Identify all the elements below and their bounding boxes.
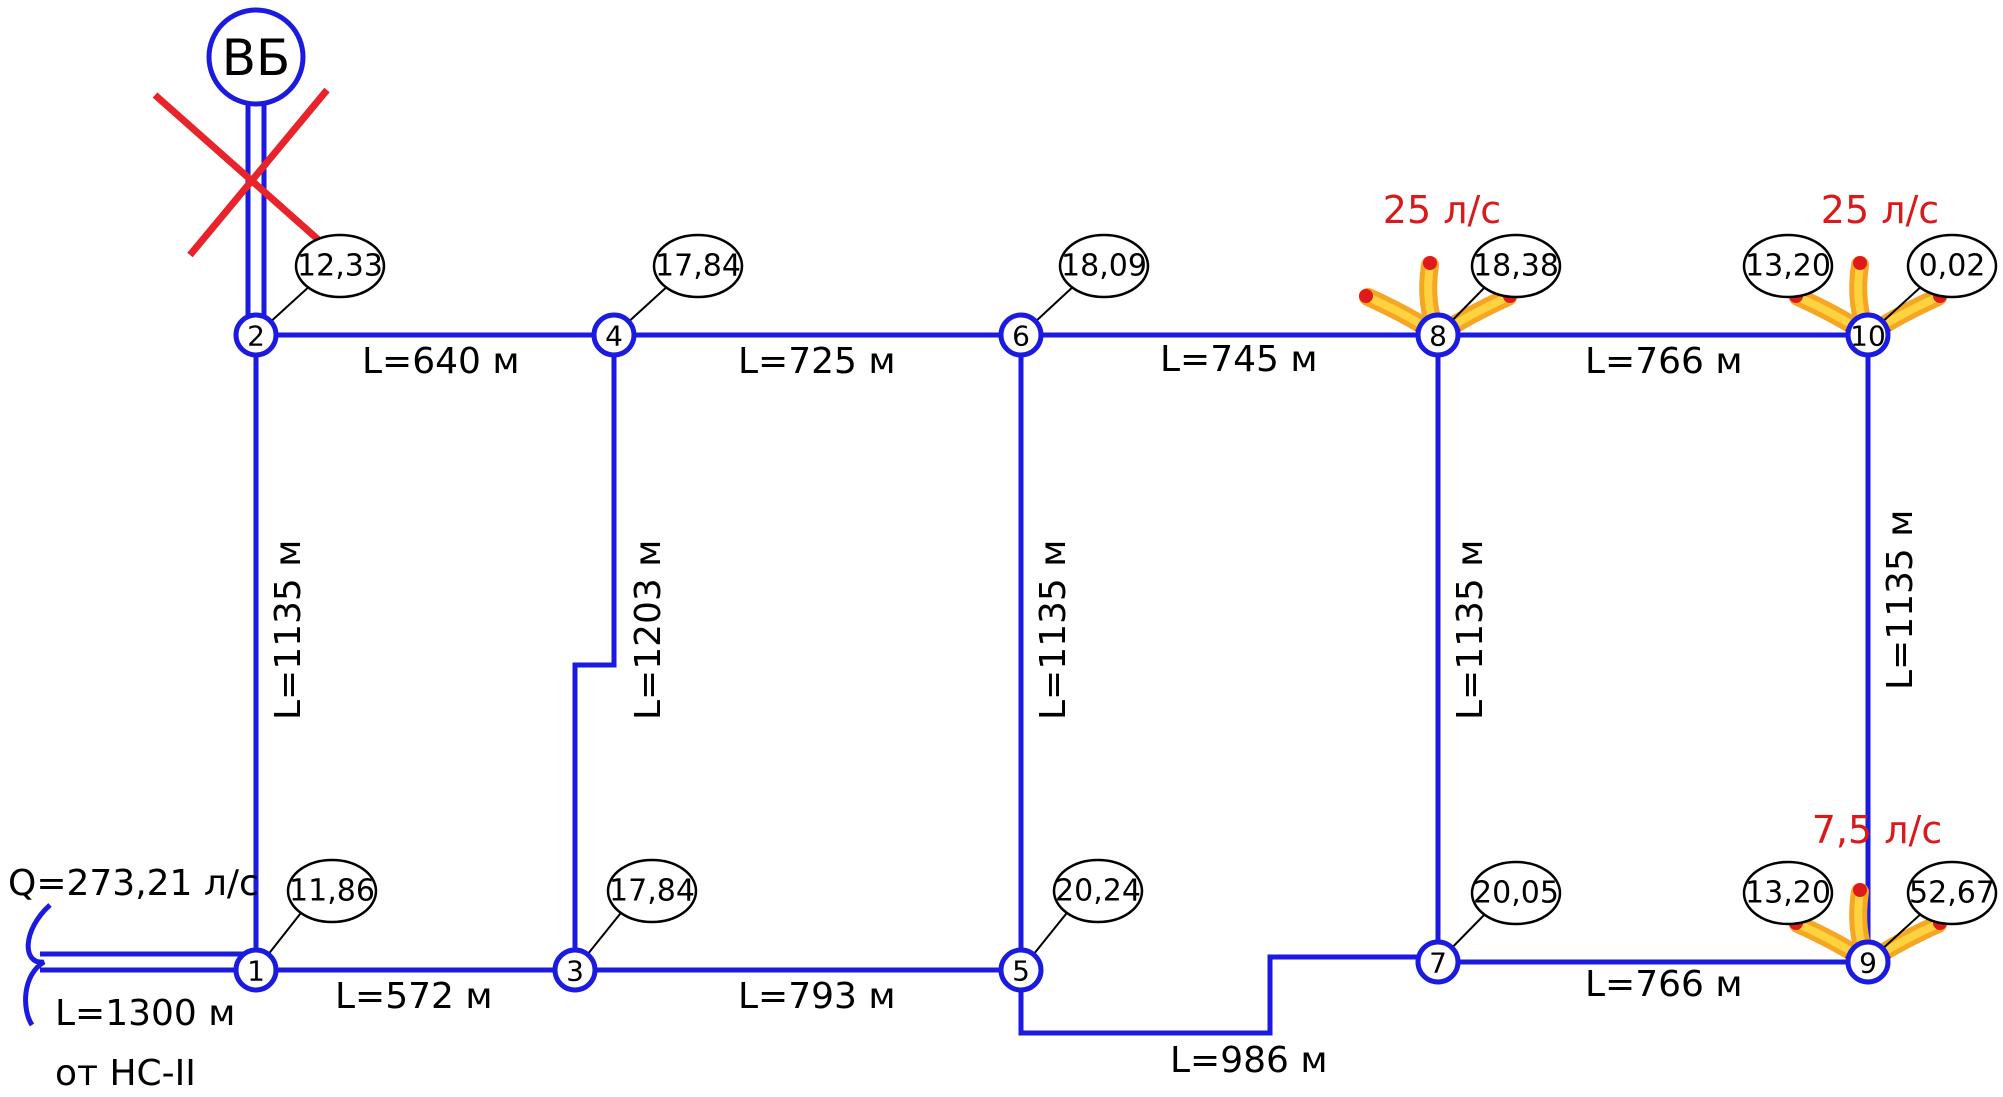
node-2-number: 2 (247, 320, 265, 353)
node-7-circle (1415, 939, 1461, 985)
node-5-number: 5 (1012, 955, 1030, 988)
node-9-flow-left: 13,20 (1745, 876, 1831, 911)
supply-source-label: от НС-II (55, 1053, 196, 1092)
node-8-circle (1415, 312, 1461, 358)
tower-disconnect-cross-icon (152, 87, 330, 258)
node-2-circle (233, 312, 279, 358)
node-7-number: 7 (1429, 947, 1447, 980)
segment-9-10-label: L=1135 м (1880, 510, 1921, 690)
node-8-number: 8 (1429, 320, 1447, 353)
segment-1-2-label: L=1135 м (268, 540, 309, 720)
node-8-flow: 18,38 (1473, 249, 1559, 284)
pipe-3-4 (572, 335, 617, 970)
pipe-5-7 (1018, 954, 1438, 1036)
node-7-flow-bubble (1470, 860, 1562, 926)
node-10-flow: 0,02 (1919, 249, 1986, 284)
segment-7-9-label: L=766 м (1585, 964, 1743, 1005)
node-6-circle (998, 312, 1044, 358)
node-3-number: 3 (566, 955, 584, 988)
node-8-flow-bubble (1470, 233, 1562, 299)
fire-flow-label-node-9: 7,5 л/с (1812, 808, 1943, 852)
node-2-flow: 12,33 (297, 249, 383, 284)
node-7-flow: 20,05 (1473, 876, 1559, 911)
node-3-circle (552, 947, 598, 993)
supply-labels: Q=273,21 л/с L=1300 м от НС-II (8, 863, 259, 1094)
node-4-number: 4 (605, 320, 623, 353)
node-5-flow: 20,24 (1055, 874, 1141, 909)
node-10-flow-left-bubble (1742, 233, 1834, 299)
supply-flow-label: Q=273,21 л/с (8, 863, 259, 904)
node-10-circle (1845, 312, 1891, 358)
node-4-flow-bubble (652, 233, 744, 299)
supply-length-label: L=1300 м (55, 993, 235, 1034)
segment-2-4-label: L=640 м (362, 341, 520, 382)
node-1-flow: 11,86 (289, 874, 375, 909)
node-layer: 11,86 1 12,33 2 17,84 3 17,84 4 20,24 5 18,09 6 20,0… (233, 233, 1998, 993)
node-9-flow-left-bubble (1742, 860, 1834, 926)
node-9-flow-bubble (1906, 860, 1998, 926)
node-3-flow-bubble (606, 858, 698, 924)
node-6-flow-bubble (1058, 233, 1150, 299)
node-3-flow: 17,84 (609, 874, 695, 909)
segment-7-8-label: L=1135 м (1450, 540, 1491, 720)
node-2-flow-bubble (294, 233, 386, 299)
node-9-flow: 52,67 (1909, 876, 1995, 911)
fire-flow-labels: 25 л/с 25 л/с 7,5 л/с (1383, 188, 1942, 852)
tower-circle (206, 7, 306, 107)
node-9-circle (1845, 939, 1891, 985)
node-5-flow-bubble (1052, 858, 1144, 924)
pipe-network (23, 332, 1871, 1036)
node-1-number: 1 (247, 955, 265, 988)
fire-flow-label-node-10: 25 л/с (1821, 188, 1939, 232)
segment-5-6-label: L=1135 м (1033, 540, 1074, 720)
supply-break-mark (23, 903, 52, 1027)
node-1-flow-bubble (286, 858, 378, 924)
segment-4-6-label: L=725 м (738, 341, 896, 382)
water-tower: ВБ (206, 7, 306, 335)
node-6-flow: 18,09 (1061, 249, 1147, 284)
node-4-circle (591, 312, 637, 358)
segment-6-8-label: L=745 м (1160, 339, 1318, 380)
segment-3-5-label: L=793 м (738, 976, 896, 1017)
tower-label: ВБ (222, 29, 291, 87)
segment-1-3-label: L=572 м (335, 976, 493, 1017)
segment-5-7-label: L=986 м (1170, 1040, 1328, 1081)
segment-labels: L=640 м L=725 м L=745 м L=766 м L=572 м … (268, 339, 1921, 1081)
node-1-circle (233, 947, 279, 993)
segment-3-4-label: L=1203 м (628, 540, 669, 720)
node-9-number: 9 (1859, 947, 1877, 980)
fire-flow-label-node-8: 25 л/с (1383, 188, 1501, 232)
segment-8-10-label: L=766 м (1585, 341, 1743, 382)
node-10-flow-bubble (1906, 233, 1998, 299)
node-4-flow: 17,84 (655, 249, 741, 284)
node-10-number: 10 (1850, 320, 1886, 353)
node-5-circle (998, 947, 1044, 993)
node-10-flow-left: 13,20 (1745, 249, 1831, 284)
node-6-number: 6 (1012, 320, 1030, 353)
